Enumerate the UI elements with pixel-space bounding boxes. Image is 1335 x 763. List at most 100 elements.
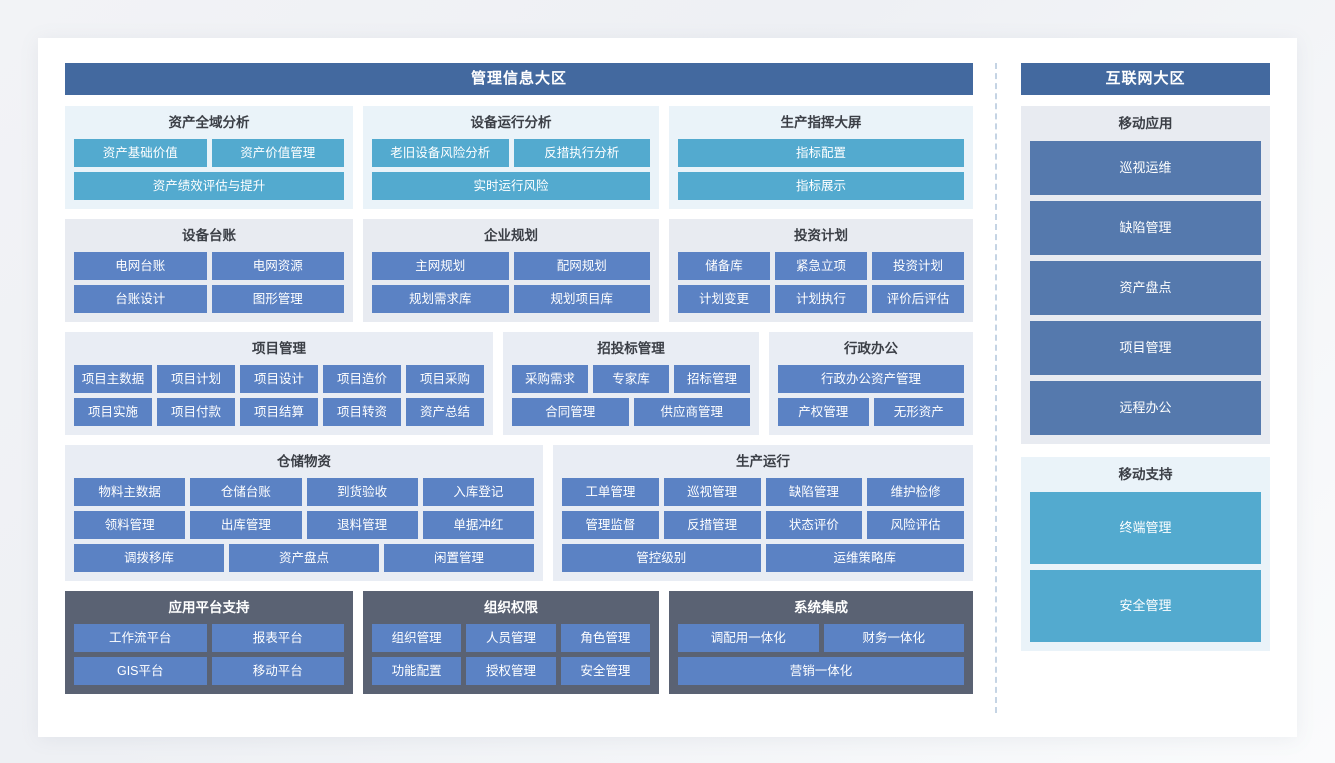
tile-移动平台[interactable]: 移动平台 <box>211 657 344 685</box>
tile-风险评估[interactable]: 风险评估 <box>867 511 964 539</box>
tile-单据冲红[interactable]: 单据冲红 <box>422 511 534 539</box>
tile-仓储台账[interactable]: 仓储台账 <box>190 478 302 506</box>
tile-项目采购[interactable]: 项目采购 <box>406 365 484 393</box>
tile-项目造价[interactable]: 项目造价 <box>323 365 401 393</box>
panel-gap <box>1021 444 1270 457</box>
tile-闲置管理[interactable]: 闲置管理 <box>384 544 534 572</box>
tile-退料管理[interactable]: 退料管理 <box>306 511 418 539</box>
tile-巡视运维[interactable]: 巡视运维 <box>1030 141 1261 195</box>
tile-grid: 项目主数据项目计划项目设计项目造价项目采购项目实施项目付款项目结算项目转资资产总… <box>74 365 484 426</box>
tile-授权管理[interactable]: 授权管理 <box>466 657 556 685</box>
tile-产权管理[interactable]: 产权管理 <box>778 398 869 426</box>
group-row-4: 仓储物资物料主数据仓储台账到货验收入库登记领料管理出库管理退料管理单据冲红调拨移… <box>65 445 973 581</box>
tile-row-1: 电网台账电网资源 <box>74 252 344 280</box>
tile-工作流平台[interactable]: 工作流平台 <box>74 624 207 652</box>
tile-计划变更[interactable]: 计划变更 <box>678 285 770 313</box>
tile-工单管理[interactable]: 工单管理 <box>562 478 659 506</box>
tile-指标展示[interactable]: 指标展示 <box>678 172 964 200</box>
tile-入库登记[interactable]: 入库登记 <box>422 478 534 506</box>
tile-反措管理[interactable]: 反措管理 <box>663 511 761 539</box>
tile-合同管理[interactable]: 合同管理 <box>512 398 629 426</box>
tile-实时运行风险[interactable]: 实时运行风险 <box>372 172 650 200</box>
tile-领料管理[interactable]: 领料管理 <box>74 511 186 539</box>
group-title: 设备台账 <box>182 228 236 243</box>
tile-巡视管理[interactable]: 巡视管理 <box>663 478 761 506</box>
tile-报表平台[interactable]: 报表平台 <box>211 624 344 652</box>
tile-行政办公资产管理[interactable]: 行政办公资产管理 <box>778 365 964 393</box>
tile-反措执行分析[interactable]: 反措执行分析 <box>513 139 650 167</box>
tile-项目主数据[interactable]: 项目主数据 <box>74 365 152 393</box>
tile-图形管理[interactable]: 图形管理 <box>211 285 344 313</box>
tile-row-1: 主网规划配网规划 <box>372 252 650 280</box>
tile-人员管理[interactable]: 人员管理 <box>466 624 556 652</box>
tile-资产盘点[interactable]: 资产盘点 <box>229 544 379 572</box>
tile-投资计划[interactable]: 投资计划 <box>872 252 964 280</box>
tile-电网资源[interactable]: 电网资源 <box>211 252 344 280</box>
tile-组织管理[interactable]: 组织管理 <box>372 624 462 652</box>
tile-角色管理[interactable]: 角色管理 <box>560 624 650 652</box>
tile-缺陷管理[interactable]: 缺陷管理 <box>765 478 863 506</box>
tile-项目付款[interactable]: 项目付款 <box>157 398 235 426</box>
tile-财务一体化[interactable]: 财务一体化 <box>823 624 964 652</box>
tile-主网规划[interactable]: 主网规划 <box>372 252 509 280</box>
tile-资产盘点[interactable]: 资产盘点 <box>1030 261 1261 315</box>
tile-资产价值管理[interactable]: 资产价值管理 <box>211 139 344 167</box>
tile-配网规划[interactable]: 配网规划 <box>513 252 650 280</box>
tile-资产绩效评估与提升[interactable]: 资产绩效评估与提升 <box>74 172 344 200</box>
tile-终端管理[interactable]: 终端管理 <box>1030 492 1261 564</box>
tile-资产基础价值[interactable]: 资产基础价值 <box>74 139 207 167</box>
tile-供应商管理[interactable]: 供应商管理 <box>633 398 750 426</box>
tile-规划项目库[interactable]: 规划项目库 <box>513 285 650 313</box>
tile-资产总结[interactable]: 资产总结 <box>406 398 484 426</box>
tile-老旧设备风险分析[interactable]: 老旧设备风险分析 <box>372 139 509 167</box>
group-title: 组织权限 <box>484 600 538 615</box>
group-设备运行分析: 设备运行分析老旧设备风险分析反措执行分析实时运行风险 <box>363 106 659 209</box>
tile-项目实施[interactable]: 项目实施 <box>74 398 152 426</box>
zone-management-information: 管理信息大区 资产全域分析资产基础价值资产价值管理资产绩效评估与提升设备运行分析… <box>65 63 973 713</box>
tile-出库管理[interactable]: 出库管理 <box>190 511 302 539</box>
tile-无形资产[interactable]: 无形资产 <box>873 398 964 426</box>
tile-物料主数据[interactable]: 物料主数据 <box>74 478 186 506</box>
tile-调配用一体化[interactable]: 调配用一体化 <box>678 624 819 652</box>
tile-功能配置[interactable]: 功能配置 <box>372 657 462 685</box>
group-title: 招投标管理 <box>597 341 665 356</box>
tile-营销一体化[interactable]: 营销一体化 <box>678 657 964 685</box>
tile-安全管理[interactable]: 安全管理 <box>1030 570 1261 642</box>
tile-管控级别[interactable]: 管控级别 <box>562 544 761 572</box>
tile-计划执行[interactable]: 计划执行 <box>775 285 867 313</box>
tile-储备库[interactable]: 储备库 <box>678 252 770 280</box>
tile-维护检修[interactable]: 维护检修 <box>867 478 964 506</box>
tile-运维策略库[interactable]: 运维策略库 <box>765 544 964 572</box>
tile-GIS平台[interactable]: GIS平台 <box>74 657 207 685</box>
tile-远程办公[interactable]: 远程办公 <box>1030 381 1261 435</box>
tile-安全管理[interactable]: 安全管理 <box>560 657 650 685</box>
group-系统集成: 系统集成调配用一体化财务一体化营销一体化 <box>669 591 973 694</box>
tile-调拨移库[interactable]: 调拨移库 <box>74 544 224 572</box>
tile-项目管理[interactable]: 项目管理 <box>1030 321 1261 375</box>
tile-缺陷管理[interactable]: 缺陷管理 <box>1030 201 1261 255</box>
tile-台账设计[interactable]: 台账设计 <box>74 285 207 313</box>
tile-row-2: 资产绩效评估与提升 <box>74 172 344 200</box>
tile-项目计划[interactable]: 项目计划 <box>157 365 235 393</box>
group-row-1: 资产全域分析资产基础价值资产价值管理资产绩效评估与提升设备运行分析老旧设备风险分… <box>65 106 973 209</box>
tile-指标配置[interactable]: 指标配置 <box>678 139 964 167</box>
tile-row-1: 工作流平台报表平台 <box>74 624 344 652</box>
tile-电网台账[interactable]: 电网台账 <box>74 252 207 280</box>
tile-招标管理[interactable]: 招标管理 <box>674 365 750 393</box>
tile-管理监督[interactable]: 管理监督 <box>562 511 659 539</box>
tile-grid: 工单管理巡视管理缺陷管理维护检修管理监督反措管理状态评价风险评估管控级别运维策略… <box>562 478 964 572</box>
tile-项目结算[interactable]: 项目结算 <box>240 398 318 426</box>
tile-专家库[interactable]: 专家库 <box>593 365 669 393</box>
group-title: 生产指挥大屏 <box>780 115 862 130</box>
tile-采购需求[interactable]: 采购需求 <box>512 365 588 393</box>
tile-项目设计[interactable]: 项目设计 <box>240 365 318 393</box>
tile-状态评价[interactable]: 状态评价 <box>765 511 863 539</box>
tile-紧急立项[interactable]: 紧急立项 <box>775 252 867 280</box>
tile-项目转资[interactable]: 项目转资 <box>323 398 401 426</box>
tile-grid: 资产基础价值资产价值管理资产绩效评估与提升 <box>74 139 344 200</box>
tile-评价后评估[interactable]: 评价后评估 <box>872 285 964 313</box>
tile-到货验收[interactable]: 到货验收 <box>306 478 418 506</box>
tile-规划需求库[interactable]: 规划需求库 <box>372 285 509 313</box>
